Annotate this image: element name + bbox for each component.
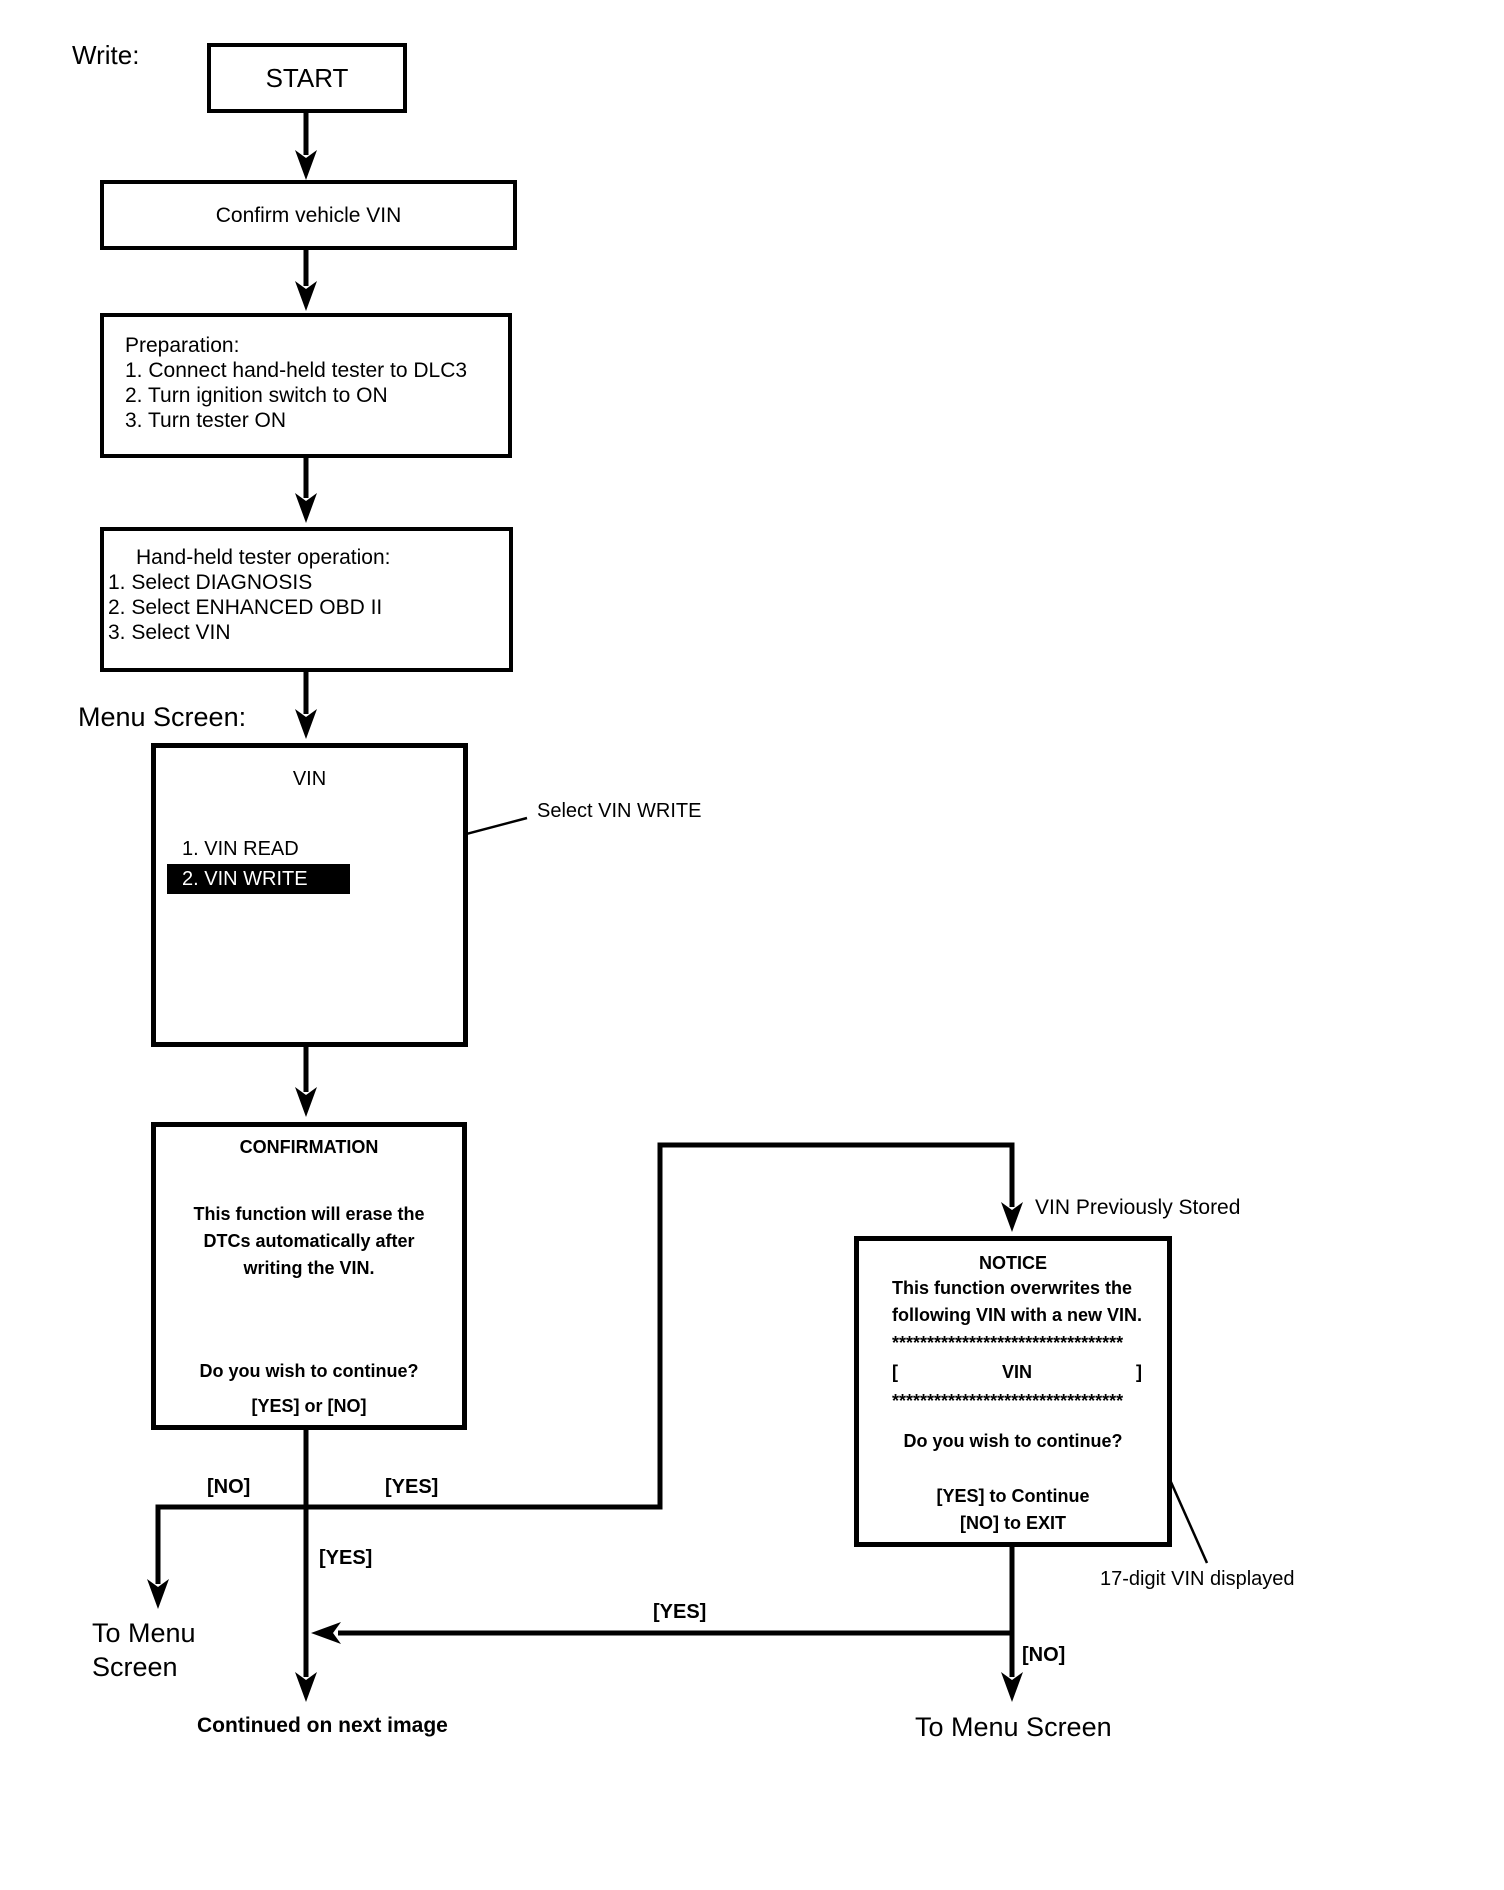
write-label: Write:	[72, 40, 140, 70]
confirmation-options: [YES] or [NO]	[251, 1396, 367, 1416]
menu-screen-label: Menu Screen:	[78, 702, 247, 732]
confirm-vin-label: Confirm vehicle VIN	[215, 203, 402, 227]
to-menu-screen-left-label: To Menu Screen	[92, 1616, 196, 1684]
seventeen-digit-vin-annotation: 17-digit VIN displayed	[1100, 1568, 1295, 1590]
to-menu-screen-left-line-2: Screen	[92, 1652, 178, 1682]
confirmation-question: Do you wish to continue?	[199, 1361, 419, 1381]
confirmation-screen: CONFIRMATION This function will erase th…	[151, 1122, 467, 1430]
to-menu-screen-right-label: To Menu Screen	[915, 1712, 1112, 1742]
branch-yes-down-label: [YES]	[319, 1547, 373, 1569]
to-menu-screen-left-line-1: To Menu	[92, 1618, 196, 1648]
notice-option-no: [NO] to EXIT	[960, 1513, 1066, 1533]
preparation-step-2: 2. Turn ignition switch to ON	[125, 384, 388, 407]
confirmation-title: CONFIRMATION	[239, 1137, 379, 1157]
notice-title: NOTICE	[978, 1253, 1047, 1273]
vin-menu-screen: VIN 1. VIN READ 2. VIN WRITE	[151, 743, 468, 1047]
confirm-vin-node: Confirm vehicle VIN	[100, 180, 517, 250]
preparation-step-1: 1. Connect hand-held tester to DLC3	[125, 359, 468, 382]
preparation-title: Preparation:	[125, 334, 240, 357]
confirmation-body-line-2: DTCs automatically after	[203, 1231, 415, 1251]
notice-option-yes: [YES] to Continue	[936, 1486, 1090, 1506]
notice-vin-open-bracket: [	[892, 1362, 898, 1382]
preparation-node: Preparation: 1. Connect hand-held tester…	[100, 313, 512, 458]
vin-menu-item-write-label: 2. VIN WRITE	[182, 868, 308, 890]
notice-body-line-2: following VIN with a new VIN.	[892, 1305, 1143, 1325]
branch-yes-merge-label: [YES]	[653, 1601, 707, 1623]
notice-vin-value: VIN	[1001, 1362, 1032, 1382]
tester-operation-node: Hand-held tester operation: 1. Select DI…	[100, 527, 513, 672]
select-vin-write-annotation: Select VIN WRITE	[537, 800, 702, 822]
confirmation-body-line-1: This function will erase the	[193, 1204, 425, 1224]
vin-previously-stored-annotation: VIN Previously Stored	[1035, 1196, 1241, 1219]
tester-operation-step-1: 1. Select DIAGNOSIS	[108, 571, 313, 594]
continued-label: Continued on next image	[197, 1714, 448, 1737]
branch-no-left-label: [NO]	[207, 1476, 251, 1498]
branch-no-down-label: [NO]	[1022, 1644, 1066, 1666]
tester-operation-step-2: 2. Select ENHANCED OBD II	[108, 596, 383, 619]
branch-yes-right-label: [YES]	[385, 1476, 439, 1498]
notice-question: Do you wish to continue?	[903, 1431, 1123, 1451]
start-node: START	[207, 43, 407, 113]
tester-operation-title: Hand-held tester operation:	[136, 546, 391, 569]
start-label: START	[265, 62, 349, 93]
notice-body-line-1: This function overwrites the	[892, 1278, 1133, 1298]
vin-menu-item-read: 1. VIN READ	[182, 838, 299, 860]
preparation-step-3: 3. Turn tester ON	[125, 409, 287, 432]
vin-menu-item-write-selected: 2. VIN WRITE	[167, 864, 350, 894]
vin-menu-title: VIN	[292, 768, 327, 790]
notice-stars-bottom: *********************************	[892, 1391, 1124, 1411]
tester-operation-step-3: 3. Select VIN	[108, 621, 231, 644]
notice-vin-row: [ VIN ]	[892, 1357, 1142, 1387]
notice-stars-top: *********************************	[892, 1333, 1124, 1353]
notice-screen: NOTICE This function overwrites the foll…	[854, 1236, 1172, 1547]
confirmation-body-line-3: writing the VIN.	[243, 1258, 375, 1278]
notice-vin-close-bracket: ]	[1135, 1362, 1142, 1382]
